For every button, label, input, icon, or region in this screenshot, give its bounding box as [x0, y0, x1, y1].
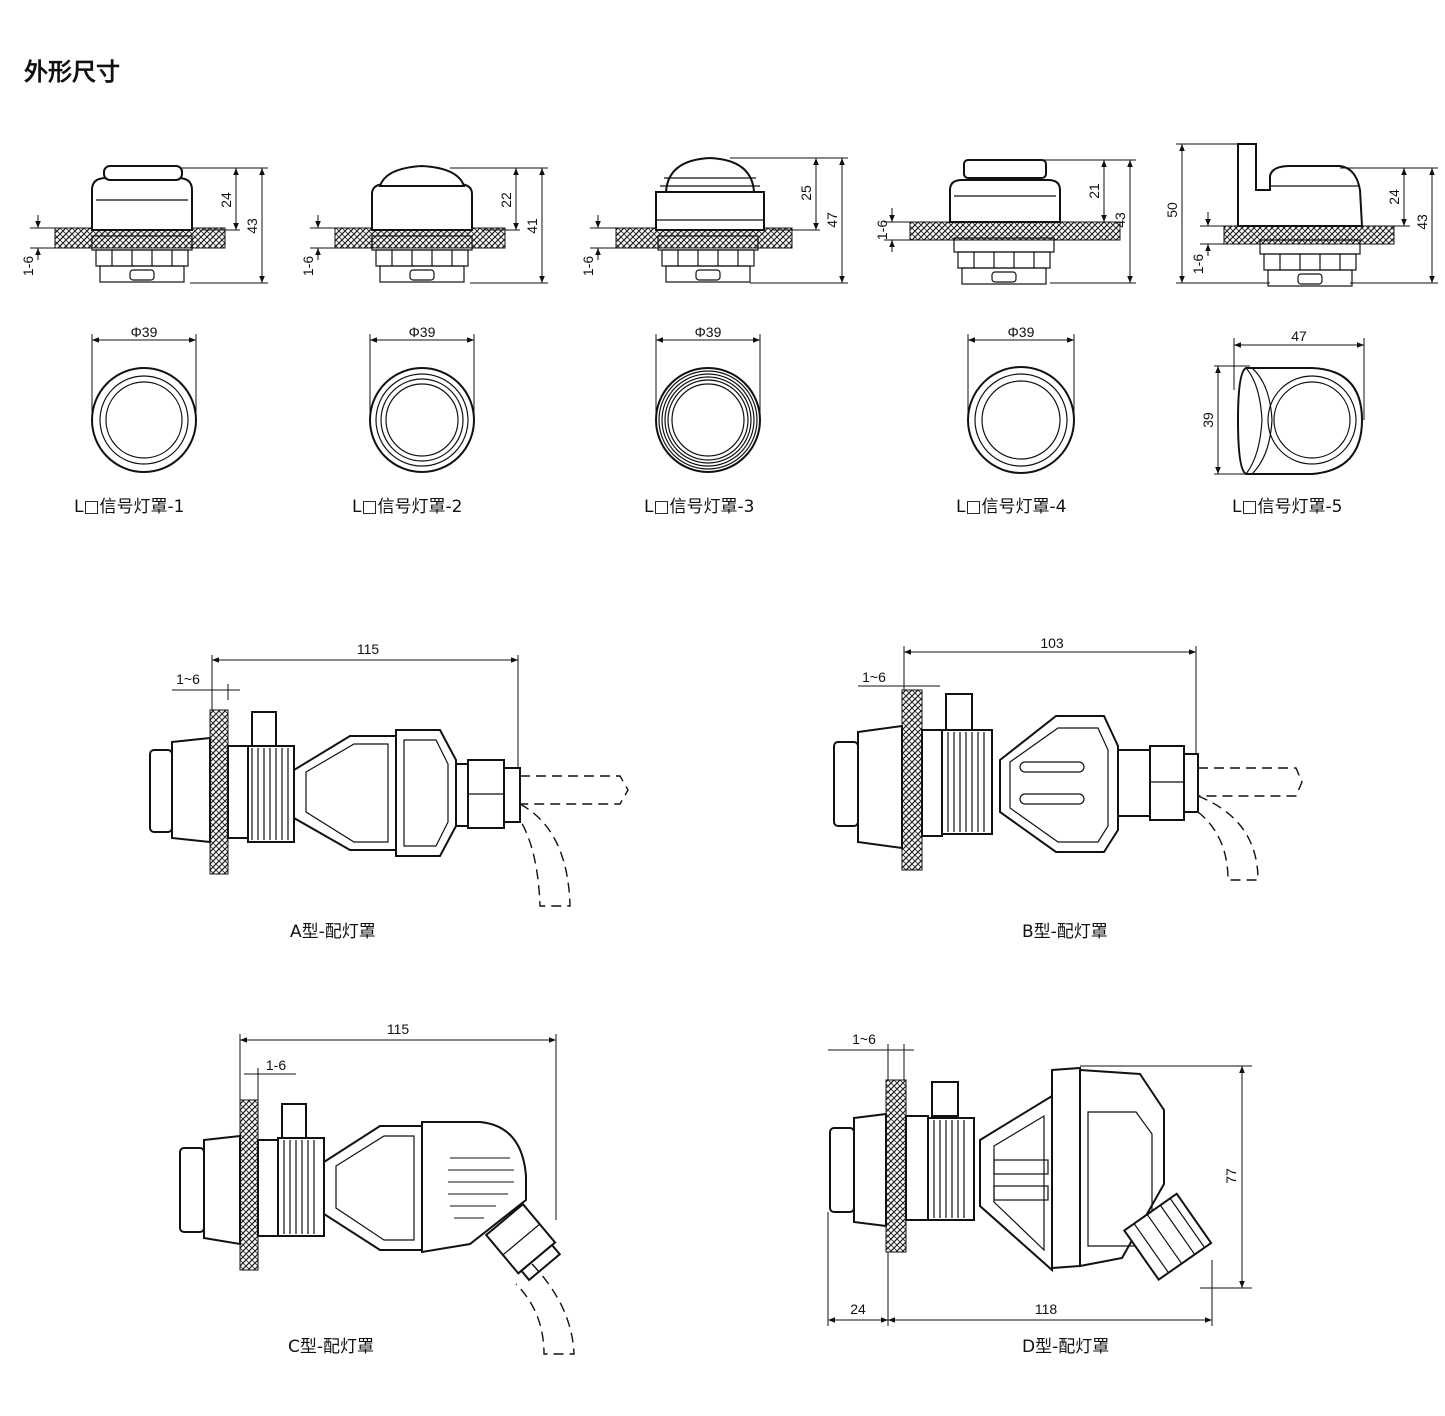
lamp-1-top-view	[91, 334, 197, 473]
lamp-4-dim-total: 43	[1112, 212, 1128, 228]
lamp-3-dim-thk: 1-6	[580, 256, 596, 276]
lamp-3-dim-small: 25	[798, 185, 814, 201]
lamp-5-dim-small: 24	[1386, 189, 1402, 205]
assembly-c-length: 115	[387, 1021, 410, 1037]
assembly-d-left-dim: 24	[850, 1301, 866, 1317]
assembly-d-right-dim: 118	[1035, 1301, 1058, 1317]
lamp-2-side-view	[310, 164, 548, 284]
lamp-2-dim-thk: 1-6	[300, 256, 316, 276]
lamp-1-dim-thk: 1-6	[20, 256, 36, 276]
lamp-5-dim-total: 43	[1414, 214, 1430, 230]
lamp-4-dim-small: 21	[1086, 183, 1102, 199]
assembly-c-caption: C型-配灯罩	[288, 1337, 375, 1357]
lamp-4-diameter: Φ39	[1008, 324, 1035, 340]
lamp-5-dim-left: 50	[1164, 202, 1180, 218]
lamp-5-dim-thk: 1-6	[1190, 254, 1206, 274]
assembly-a-length: 115	[357, 641, 380, 657]
lamp-5-side-view	[1176, 143, 1438, 287]
lamp-5-top-view	[1214, 338, 1365, 475]
lamp-5-caption: L□信号灯罩-5	[1232, 497, 1343, 517]
lamp-3-top-view	[655, 334, 761, 473]
lamp-3-side-view	[590, 156, 848, 284]
assembly-a-drawing	[149, 655, 629, 907]
lamp-2-top-view	[369, 334, 475, 473]
assembly-d-thk: 1~6	[852, 1031, 876, 1047]
assembly-a-thk: 1~6	[176, 671, 200, 687]
lamp-4-side-view	[884, 159, 1136, 285]
lamp-1-dim-total: 43	[244, 218, 260, 234]
assembly-d-caption: D型-配灯罩	[1022, 1337, 1110, 1357]
lamp-2-caption: L□信号灯罩-2	[352, 497, 463, 517]
assembly-c-drawing	[179, 1034, 575, 1355]
lamp-5-height: 39	[1200, 412, 1216, 428]
assembly-b-drawing	[833, 646, 1303, 881]
lamp-1-side-view	[30, 165, 268, 284]
lamp-1-dim-small: 24	[218, 192, 234, 208]
page-title: 外形尺寸	[24, 58, 120, 86]
assembly-d-drawing	[827, 1044, 1252, 1326]
lamp-5-width: 47	[1291, 328, 1307, 344]
lamp-3-diameter: Φ39	[695, 324, 722, 340]
lamp-4-dim-thk: 1-6	[874, 220, 890, 240]
assembly-b-caption: B型-配灯罩	[1022, 922, 1108, 942]
assembly-b-length: 103	[1040, 635, 1064, 651]
lamp-4-caption: L□信号灯罩-4	[956, 497, 1067, 517]
lamp-2-diameter: Φ39	[409, 324, 436, 340]
lamp-1-diameter: Φ39	[131, 324, 158, 340]
assembly-d-height: 77	[1223, 1168, 1239, 1184]
lamp-3-caption: L□信号灯罩-3	[644, 497, 755, 517]
lamp-4-top-view	[967, 334, 1075, 474]
assembly-c-thk: 1-6	[266, 1057, 286, 1073]
lamp-2-dim-small: 22	[498, 192, 514, 208]
assembly-a-caption: A型-配灯罩	[290, 922, 376, 942]
lamp-3-dim-total: 47	[824, 212, 840, 228]
lamp-1-caption: L□信号灯罩-1	[74, 497, 185, 517]
assembly-b-thk: 1~6	[862, 669, 886, 685]
lamp-2-dim-total: 41	[524, 218, 540, 234]
